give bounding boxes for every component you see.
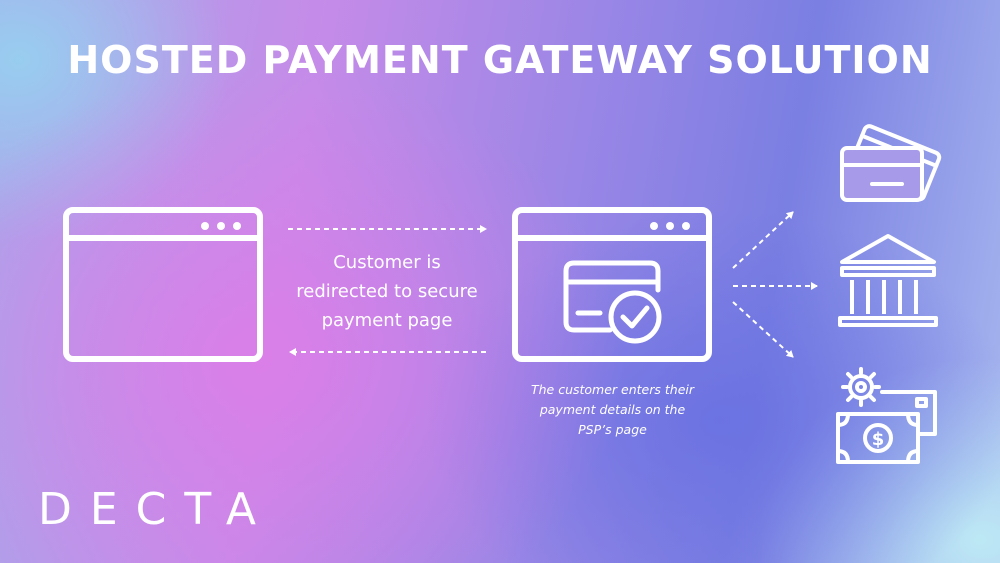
window-dot-icon [682,222,690,230]
cash-gear-icon [836,367,937,464]
redirect-line-2: redirected to secure [296,281,478,302]
payment-page-browser-window [512,207,712,362]
dollar-sign-icon: $ [872,429,885,450]
arrow-to-money [732,301,794,358]
browser-title-bar [69,235,257,241]
merchant-browser-window [63,207,263,362]
decta-logo: DECTA [38,484,274,535]
window-dot-icon [666,222,674,230]
window-dot-icon [217,222,225,230]
bank-icon [838,234,938,327]
psp-note-line-1: The customer enters their [530,382,694,397]
psp-note-line-3: PSP’s page [578,422,647,437]
window-dot-icon [201,222,209,230]
browser-title-bar [518,235,706,241]
psp-note-line-2: payment details on the [539,402,686,417]
redirect-line-3: payment page [321,310,453,331]
payment-card-check-icon [563,260,662,344]
arrow-to-cards [732,211,794,269]
redirect-line-1: Customer is [333,252,441,273]
credit-cards-icon [840,124,942,202]
window-dot-icon [650,222,658,230]
redirect-description: Customer is redirected to secure payment… [280,248,494,335]
page-title: HOSTED PAYMENT GATEWAY SOLUTION [67,38,933,82]
psp-note: The customer enters their payment detail… [500,380,725,440]
window-dot-icon [233,222,241,230]
